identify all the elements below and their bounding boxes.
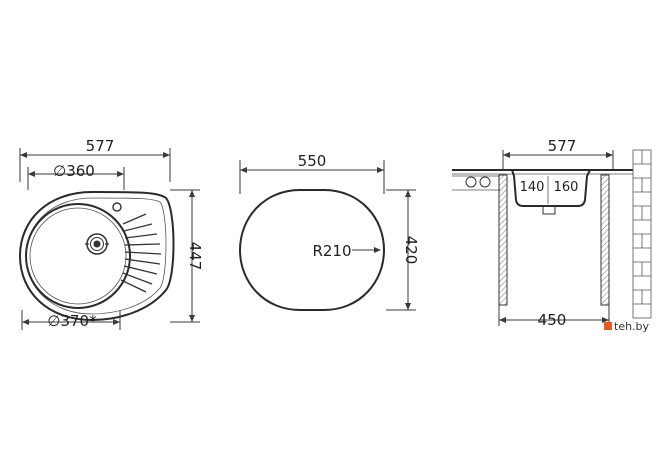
logo-square-icon	[604, 322, 612, 330]
top-width-label: 577	[86, 137, 115, 155]
cutout-oval	[238, 189, 386, 311]
bowl-depth-left-label: 140	[520, 180, 545, 195]
cutout-width-label: 550	[298, 152, 327, 170]
drain-outlet	[542, 205, 556, 215]
cabinet-left-panel	[498, 174, 508, 306]
bowl-depth-right-label: 160	[554, 180, 579, 195]
cutout-height-label: 420	[402, 236, 420, 265]
side-view: 577 140 160	[452, 137, 652, 329]
watermark-text: teh.by	[614, 320, 650, 333]
cutout-view: 550 R210 420	[238, 152, 420, 311]
sink-outline	[18, 190, 175, 322]
pipe-icon	[479, 176, 491, 188]
bowl	[25, 203, 131, 309]
drainer-ribs	[120, 213, 162, 293]
side-width-label: 577	[548, 137, 577, 155]
drain-icon	[85, 233, 109, 255]
watermark: teh.by	[604, 320, 650, 333]
cabinet-width-label: 450	[538, 311, 567, 329]
depth-label: 447	[186, 242, 204, 271]
pipe-icon	[465, 176, 477, 188]
radius-label: R210	[312, 242, 351, 260]
cutout-diameter-label: ∅370*	[47, 312, 97, 330]
cabinet-right-panel	[600, 174, 610, 306]
top-view: 577 ∅360	[18, 137, 204, 330]
bowl-diameter-label: ∅360	[53, 162, 95, 180]
tap-hole	[112, 202, 122, 212]
brick-wall	[632, 149, 652, 319]
